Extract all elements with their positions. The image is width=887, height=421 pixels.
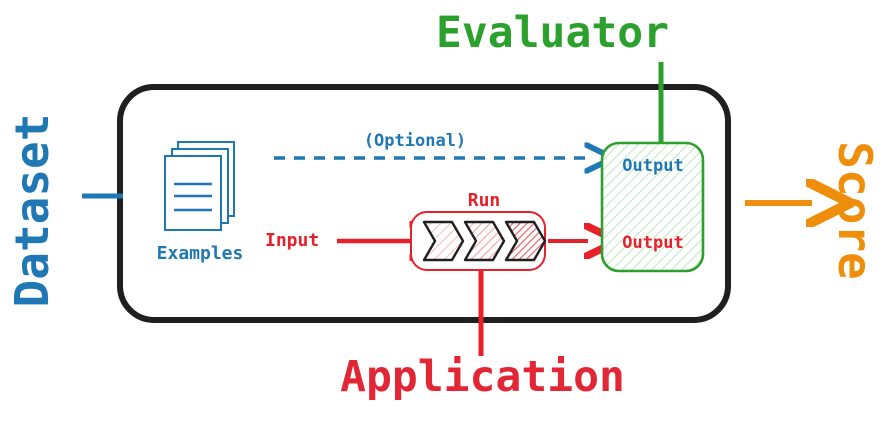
application-label: Application [340,352,625,402]
chevron-3 [504,220,547,262]
evaluator-label: Evaluator [436,8,669,58]
optional-label: (Optional) [363,131,467,151]
chevron-2 [463,220,506,262]
output-from-application-label: Output [622,233,684,253]
output-from-dataset-label: Output [622,156,684,176]
input-label: Input [265,230,320,251]
triple-chevron-icon [422,220,547,262]
stacked-documents-icon [164,141,235,231]
examples-label: Examples [156,243,244,264]
outer-container-box [117,84,731,323]
run-label: Run [467,190,501,211]
output-box [600,141,705,273]
chevron-1 [422,220,465,262]
